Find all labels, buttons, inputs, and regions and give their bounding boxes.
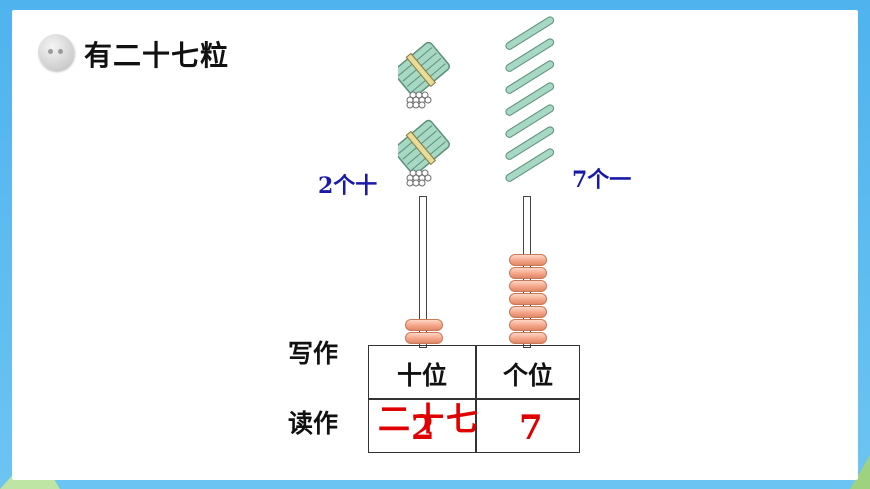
tens-count-label: 2个十 xyxy=(318,173,378,199)
slide-panel xyxy=(12,10,858,480)
abacus-bead xyxy=(509,293,547,305)
tens-header: 十位 xyxy=(396,361,447,390)
stick-bundles xyxy=(398,42,450,187)
abacus-bead xyxy=(405,319,443,331)
abacus-bead xyxy=(509,267,547,279)
abacus-bead xyxy=(509,254,547,266)
read-label: 读作 xyxy=(288,409,339,438)
number-reading: 二十七 xyxy=(378,400,481,438)
ones-value: 7 xyxy=(519,408,543,448)
bullet-dot xyxy=(48,49,53,54)
stick-bundle-1 xyxy=(398,42,450,109)
abacus-bead xyxy=(509,332,547,344)
page-title: 有二十七粒 xyxy=(84,39,230,72)
table-divider xyxy=(369,398,579,400)
abacus-bead xyxy=(509,280,547,292)
abacus-bead xyxy=(509,319,547,331)
write-label: 写作 xyxy=(288,339,339,368)
abacus-bead xyxy=(509,306,547,318)
ones-header: 个位 xyxy=(502,361,553,390)
place-value-table: 十位 个位 2 7 xyxy=(368,345,580,453)
stick-bundle-2 xyxy=(398,119,450,187)
bullet-dot xyxy=(58,49,63,54)
ones-count-label: 7个一 xyxy=(572,167,632,193)
tens-rod xyxy=(419,196,427,348)
bullet-button-icon xyxy=(38,34,74,70)
tens-value: 2 xyxy=(411,408,435,448)
abacus-bead xyxy=(405,332,443,344)
